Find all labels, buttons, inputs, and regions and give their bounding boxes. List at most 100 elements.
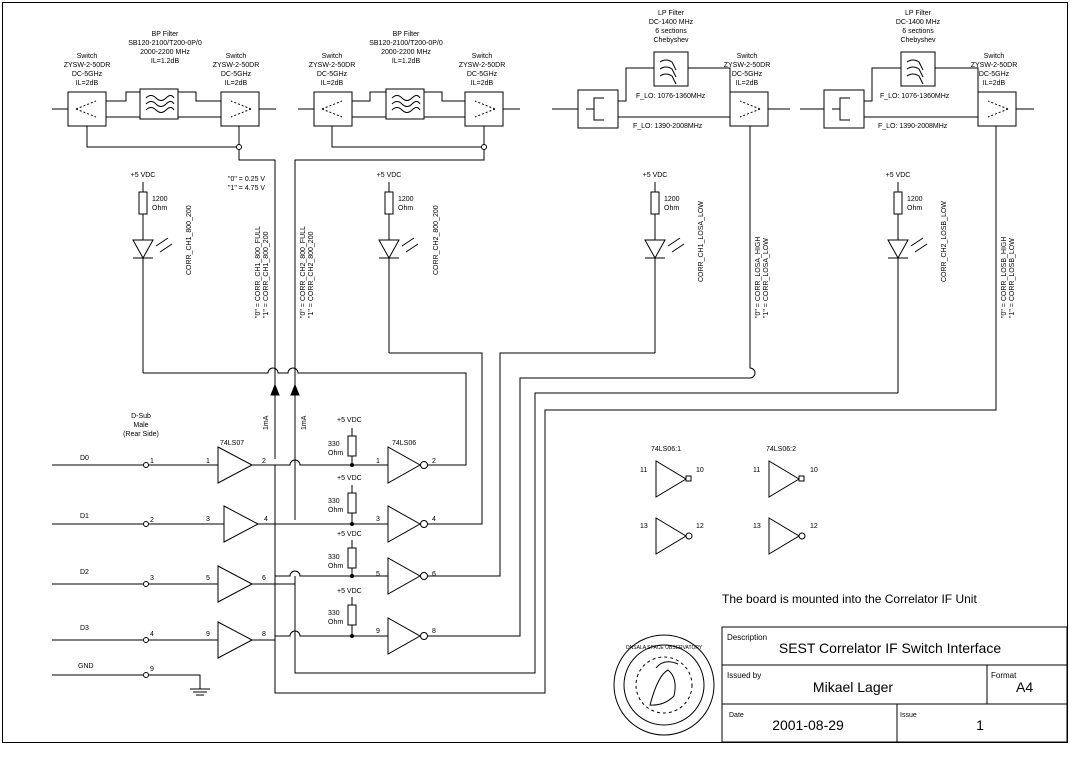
- date-label: Date: [729, 712, 744, 719]
- format-label: Format: [991, 671, 1017, 680]
- svg-text:ZYSW-2-50DR: ZYSW-2-50DR: [64, 62, 111, 69]
- spare2-g1-out: 10: [810, 467, 818, 474]
- lp2-l1: LP Filter: [905, 10, 932, 17]
- svg-text:ZYSW-2-50DR: ZYSW-2-50DR: [213, 62, 260, 69]
- spare1-g2-out: 12: [696, 523, 704, 530]
- inv0-in: 1: [376, 458, 380, 465]
- bp2-l4: IL=1.2dB: [392, 58, 421, 65]
- svg-text:IL=2dB: IL=2dB: [225, 80, 248, 87]
- pullup-r2: 330: [328, 498, 340, 505]
- supply-led4: +5 VDC: [886, 172, 911, 179]
- lp2-l3: 6 sections: [902, 28, 934, 35]
- switch-1a: [67, 91, 107, 127]
- pullup-r3: 330: [328, 554, 340, 561]
- svg-text:Switch: Switch: [322, 53, 343, 60]
- svg-text:IL=2dB: IL=2dB: [736, 80, 759, 87]
- lp1-l2: DC-1400 MHz: [649, 19, 694, 26]
- buffer-chip-label: 74LS07: [220, 440, 244, 447]
- r1200-a: 1200: [152, 196, 168, 203]
- svg-text:IL=2dB: IL=2dB: [321, 80, 344, 87]
- led-label-4: CORR_CH2_LOSB_LOW: [941, 201, 948, 282]
- block-b: [823, 89, 865, 129]
- buf3-in: 9: [206, 631, 210, 638]
- svg-text:Switch: Switch: [737, 53, 758, 60]
- switch-2a: [313, 91, 353, 127]
- buf0-out: 2: [262, 458, 266, 465]
- pullup-r3-unit: Ohm: [328, 563, 343, 570]
- flo-a-lower: F_LO: 1390-2008MHz: [633, 123, 703, 130]
- r1200-c: 1200: [664, 196, 680, 203]
- description-value: SEST Correlator IF Switch Interface: [779, 640, 1001, 656]
- svg-text:IL=2dB: IL=2dB: [471, 80, 494, 87]
- bp-filter-2: [385, 88, 425, 120]
- wiring: [143, 126, 997, 694]
- input-d1: D1: [80, 513, 89, 520]
- board-note: The board is mounted into the Correlator…: [722, 592, 977, 606]
- inv2-in: 5: [376, 571, 380, 578]
- svg-text:DC-5GHz: DC-5GHz: [732, 71, 763, 78]
- issued-by-label: Issued by: [727, 671, 761, 680]
- inv3-out: 8: [432, 628, 436, 635]
- supply-led2: +5 VDC: [377, 172, 402, 179]
- supply-led3: +5 VDC: [643, 172, 668, 179]
- flo-b-upper: F_LO: 1076-1360MHz: [880, 93, 950, 100]
- rf-path-ch2: [298, 88, 520, 150]
- supply-led1: +5 VDC: [131, 172, 156, 179]
- logic-gates: [52, 428, 806, 696]
- pin-d0: 1: [150, 458, 154, 465]
- svg-text:Switch: Switch: [226, 53, 247, 60]
- spare1-g1-out: 10: [696, 467, 704, 474]
- pin-d3: 4: [150, 631, 154, 638]
- pullup-r4-unit: Ohm: [328, 619, 343, 626]
- pullup-r1-unit: Ohm: [328, 450, 343, 457]
- svg-text:DC-5GHz: DC-5GHz: [979, 71, 1010, 78]
- spare2-g1-in: 11: [753, 467, 760, 474]
- led-block-3: [644, 182, 685, 353]
- seal-text: ONSALA SPACE OBSERVATORY: [626, 645, 703, 651]
- r1200-b: 1200: [398, 196, 414, 203]
- pin-d2: 3: [150, 575, 154, 582]
- ctrl-losa-0: "0" = CORR_LOSA_HIGH: [755, 237, 762, 318]
- led-label-2: CORR_CH2_800_200: [433, 205, 440, 275]
- bp1-l3: 2000-2200 MHz: [140, 49, 190, 56]
- led-block-1: [132, 182, 173, 373]
- lp1-l1: LP Filter: [658, 10, 685, 17]
- svg-text:IL=2dB: IL=2dB: [76, 80, 99, 87]
- input-d3: D3: [80, 625, 89, 632]
- input-d2: D2: [80, 569, 89, 576]
- bp1-l2: SB120-2100/T200-0P/0: [128, 40, 202, 47]
- bp1-l4: IL=1.2dB: [151, 58, 180, 65]
- pullup-r1: 330: [328, 441, 340, 448]
- spare1-g2-in: 13: [640, 523, 648, 530]
- observatory-seal: [613, 634, 715, 736]
- inv0-out: 2: [432, 458, 436, 465]
- spare2-g2-in: 13: [753, 523, 761, 530]
- pullup-supply-1: +5 VDC: [337, 417, 362, 424]
- title-block: [721, 626, 1068, 743]
- switch-3: [729, 91, 769, 127]
- current-label-1: 1mA: [263, 415, 270, 430]
- svg-text:Switch: Switch: [472, 53, 493, 60]
- rf-path-ch1: [52, 88, 276, 150]
- current-label-2: 1mA: [301, 415, 308, 430]
- logic-level-0: "0" = 0.25 V: [228, 176, 265, 183]
- switch-2b: [464, 91, 504, 127]
- flo-b-lower: F_LO: 1390-2008MHz: [878, 123, 948, 130]
- svg-text:ZYSW-2-50DR: ZYSW-2-50DR: [971, 62, 1018, 69]
- connector-title-1: Male: [133, 422, 148, 429]
- lp-filter-b: [900, 51, 936, 87]
- buf0-in: 1: [206, 458, 210, 465]
- svg-text:IL=2dB: IL=2dB: [983, 80, 1006, 87]
- issue-label: Issue: [900, 712, 917, 719]
- bp2-l3: 2000-2200 MHz: [381, 49, 431, 56]
- pullup-supply-2: +5 VDC: [337, 475, 362, 482]
- spare1-g1-in: 11: [640, 467, 647, 474]
- led-label-1: CORR_CH1_800_200: [186, 205, 193, 275]
- bp1-l1: BP Filter: [152, 31, 179, 38]
- inverter-chip-label: 74LS06: [392, 440, 416, 447]
- r1200-d-unit: Ohm: [907, 205, 922, 212]
- flo-a-upper: F_LO: 1076-1360MHz: [636, 93, 706, 100]
- svg-text:DC-5GHz: DC-5GHz: [317, 71, 348, 78]
